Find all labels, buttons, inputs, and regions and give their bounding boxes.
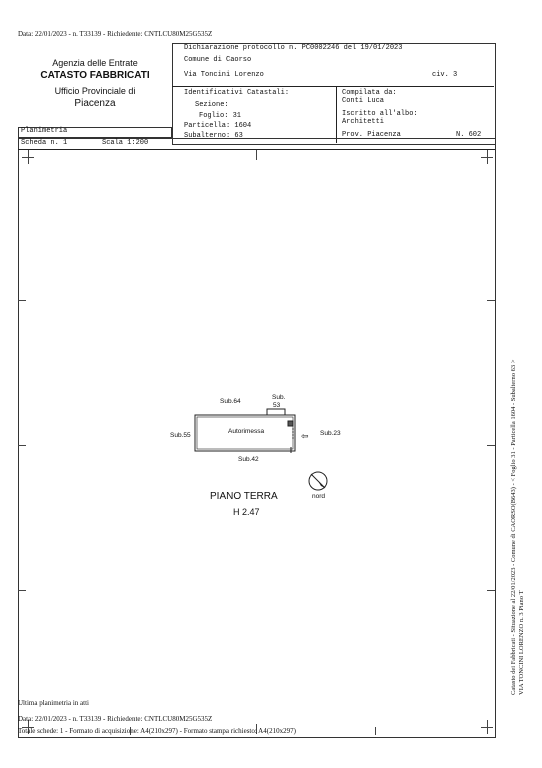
planimetria-label: Planimetria	[21, 127, 68, 135]
agency-provincia: Piacenza	[74, 98, 116, 109]
iscritto-value: Architetti	[342, 118, 385, 126]
label-sub23: Sub.23	[320, 430, 341, 437]
entrance-arrow-icon: ⇦	[301, 431, 309, 441]
compilata-name: Conti Luca	[342, 97, 385, 105]
compilata-label: Compilata da:	[342, 89, 397, 97]
label-nord: nord	[312, 493, 326, 500]
label-sub53-top: Sub.	[272, 394, 286, 401]
floor-plan-drawing	[194, 408, 296, 453]
label-sub55: Sub.55	[170, 432, 191, 439]
civico-text: civ. 3	[432, 71, 458, 79]
scheda-text: Scheda n. 1	[21, 139, 68, 147]
floor-label: PIANO TERRA	[210, 491, 278, 502]
agency-ufficio: Ufficio Provinciale di	[54, 86, 136, 96]
prov-text: Prov. Piacenza	[342, 131, 401, 139]
agency-catasto: CATASTO FABBRICATI	[40, 70, 150, 81]
height-label: H 2.47	[233, 507, 260, 517]
label-sub42: Sub.42	[238, 456, 259, 463]
foglio-text: Foglio: 31	[199, 112, 242, 120]
label-sub53-bottom: 53	[273, 402, 281, 409]
sezione-text: Sezione:	[195, 101, 229, 109]
dichiarazione-text: Dichiarazione protocollo n. PC0002246 de…	[184, 44, 403, 52]
comune-text: Comune di Caorso	[184, 56, 252, 64]
via-text: Via Toncini Lorenzo	[184, 71, 264, 79]
label-autorimessa: Autorimessa	[228, 428, 265, 435]
header-request-line: Data: 22/01/2023 - n. T33139 - Richieden…	[18, 30, 213, 38]
iscritto-label: Iscritto all'albo:	[342, 110, 418, 118]
north-compass-icon	[308, 471, 328, 491]
label-sub64: Sub.64	[220, 398, 241, 405]
footer-data-line: Data: 22/01/2023 - n. T33139 - Richieden…	[18, 715, 213, 723]
identificativi-label: Identificativi Catastali:	[184, 89, 290, 97]
agency-name: Agenzia delle Entrate	[52, 58, 138, 68]
scala-text: Scala 1:200	[102, 139, 149, 147]
side-cadastral-text: Catasto dei Fabbricati - Situazione al 2…	[510, 359, 517, 695]
planimetria-box	[18, 127, 172, 138]
footer-totale: Totale schede: 1 - Formato di acquisizio…	[18, 727, 296, 735]
subalterno-text: Subalterno: 63	[184, 132, 243, 140]
particella-text: Particella: 1604	[184, 122, 252, 130]
side-address-text: VIA TONCINI LORENZO n. 3 Piano T	[518, 590, 525, 695]
header-box	[172, 43, 496, 145]
footer-ultima: Ultima planimetria in atti	[18, 699, 89, 707]
numero-text: N. 602	[456, 131, 482, 139]
drawing-frame	[18, 138, 496, 738]
